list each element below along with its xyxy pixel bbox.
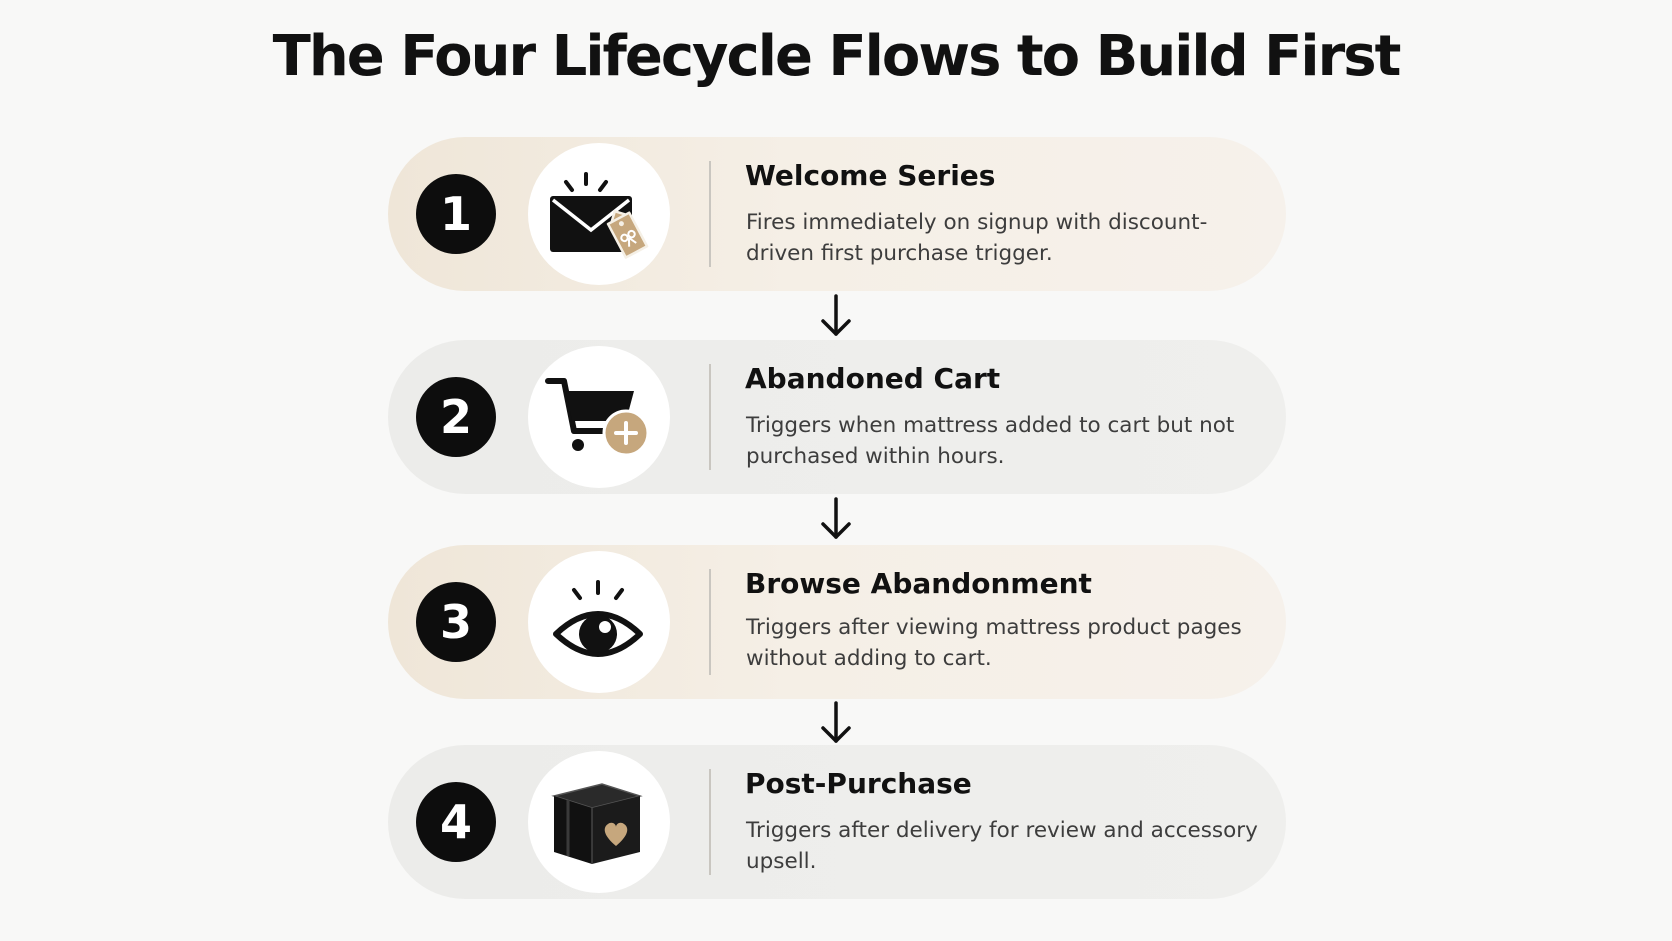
- divider: [709, 769, 711, 875]
- step-number-badge: 2: [416, 377, 496, 457]
- shopping-cart-plus-icon: [545, 378, 650, 457]
- eye-icon: [553, 580, 643, 657]
- step-number-badge: 1: [416, 174, 496, 254]
- icon-circle: [528, 143, 670, 285]
- page-title: The Four Lifecycle Flows to Build First: [272, 24, 1402, 89]
- flow-title: Welcome Series: [745, 159, 996, 192]
- icon-circle: [528, 346, 670, 488]
- flow-card-welcome-series: 1 Welcome Series Fires immediately on si…: [388, 137, 1286, 291]
- flow-card-browse-abandonment: 3 Browse Abandonment Triggers after view…: [388, 545, 1286, 699]
- flow-description: Triggers after viewing mattress product …: [746, 615, 1242, 671]
- divider: [709, 569, 711, 675]
- step-number-badge: 4: [416, 782, 496, 862]
- flow-description: Triggers when mattress added to cart but…: [746, 413, 1235, 469]
- flow-description: Fires immediately on signup with discoun…: [746, 210, 1208, 266]
- flow-title: Abandoned Cart: [745, 362, 1001, 395]
- flow-card-abandoned-cart: 2 Abandoned Cart Triggers when mattress …: [388, 340, 1286, 494]
- step-number-badge: 3: [416, 582, 496, 662]
- flow-description: Triggers after delivery for review and a…: [746, 818, 1258, 874]
- icon-circle: [528, 551, 670, 693]
- down-arrow-icon: [821, 497, 851, 539]
- divider: [709, 364, 711, 470]
- envelope-gift-tag-icon: [550, 172, 649, 259]
- flow-card-post-purchase: 4 Post-Purchase Triggers after delivery …: [388, 745, 1286, 899]
- flow-title: Post-Purchase: [745, 767, 972, 800]
- icon-circle: [528, 751, 670, 893]
- down-arrow-icon: [821, 294, 851, 336]
- box-heart-icon: [551, 783, 643, 864]
- down-arrow-icon: [821, 701, 851, 743]
- flow-title: Browse Abandonment: [745, 567, 1092, 600]
- divider: [709, 161, 711, 267]
